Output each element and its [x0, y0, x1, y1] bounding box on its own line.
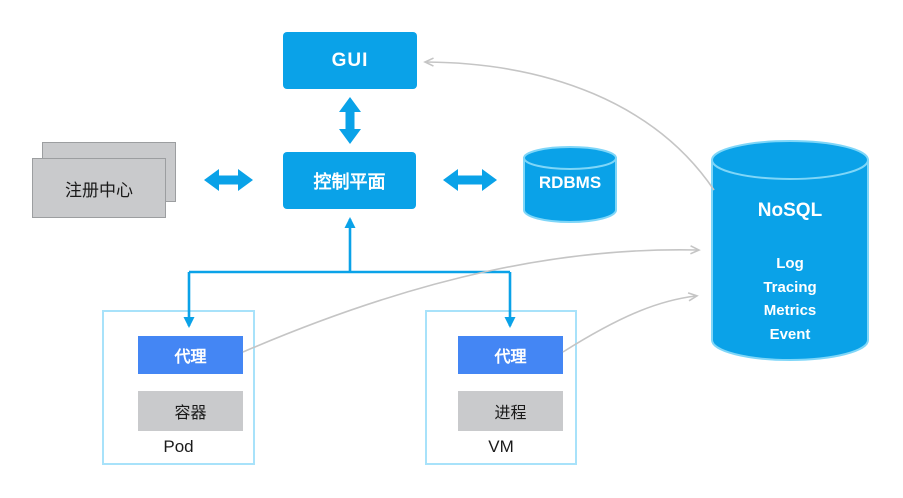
arrow-controlplane-rdbms	[443, 169, 497, 191]
control-plane-label: 控制平面	[313, 171, 386, 192]
vm-process-label: 进程	[494, 405, 527, 422]
gui-node: GUI	[283, 32, 417, 89]
pod-group: 代理 容器 Pod	[102, 310, 255, 465]
pod-label: Pod	[163, 437, 194, 456]
flow-vm-agent-to-nosql	[562, 292, 699, 353]
rdbms-cylinder: RDBMS	[522, 145, 618, 223]
pod-container-label: 容器	[174, 405, 207, 422]
pod-agent-node: 代理	[138, 336, 243, 374]
vm-agent-node: 代理	[458, 336, 563, 374]
vm-agent-label: 代理	[494, 349, 527, 366]
registry-label: 注册中心	[65, 180, 133, 200]
nosql-item-event: Event	[769, 325, 811, 343]
pod-agent-label: 代理	[174, 349, 207, 366]
cylinder-shape	[711, 140, 869, 361]
arrow-gui-controlplane	[339, 97, 361, 144]
control-plane-node: 控制平面	[283, 152, 416, 209]
vm-process-node: 进程	[458, 391, 563, 431]
nosql-title: NoSQL	[757, 200, 823, 221]
gui-label: GUI	[331, 49, 369, 71]
arrow-registry-controlplane	[204, 169, 253, 191]
nosql-item-log: Log	[776, 255, 804, 272]
rdbms-label: RDBMS	[538, 173, 602, 192]
nosql-item-tracing: Tracing	[763, 278, 817, 296]
vm-label: VM	[488, 437, 514, 456]
vm-group: 代理 进程 VM	[425, 310, 577, 465]
pod-container-node: 容器	[138, 391, 243, 431]
registry-node: 注册中心	[32, 158, 166, 218]
nosql-item-metrics: Metrics	[763, 302, 817, 319]
nosql-item-list: Log Tracing Metrics Event	[710, 252, 870, 346]
nosql-cylinder: NoSQL Log Tracing Metrics Event	[710, 140, 870, 361]
